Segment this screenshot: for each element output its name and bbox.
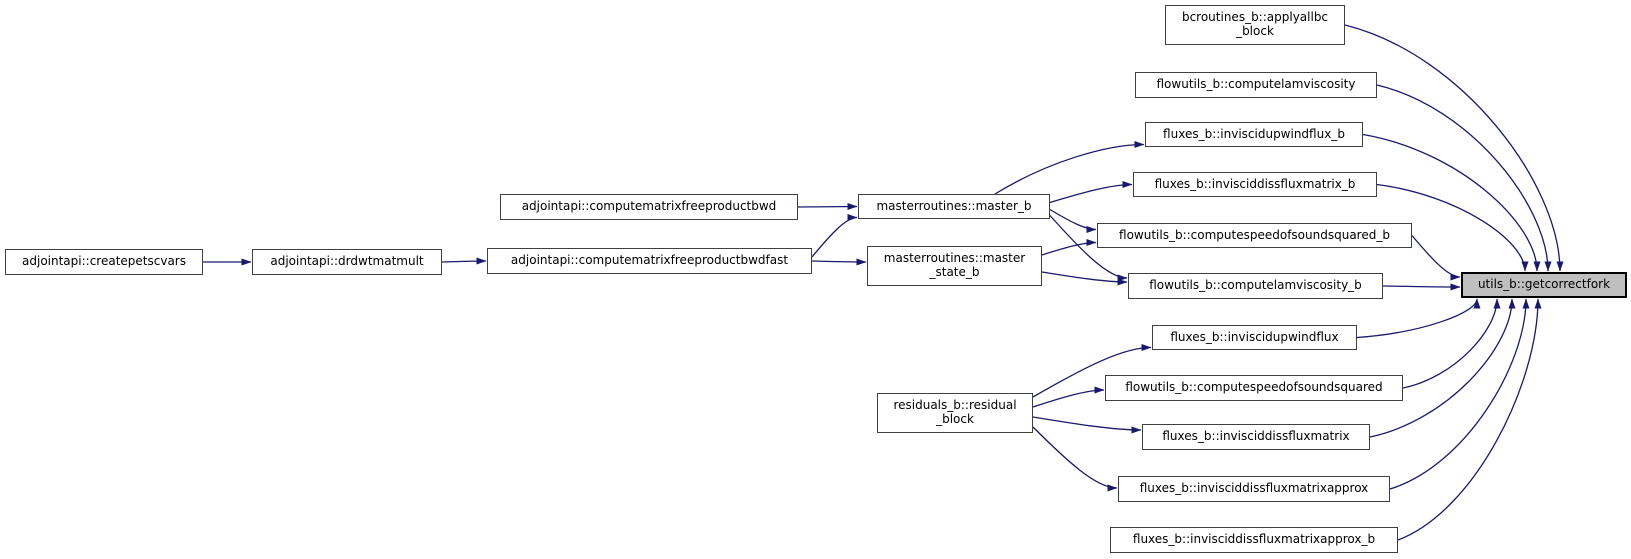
graph-node-speed_b[interactable]: flowutils_b::computespeedofsoundsquared_… <box>1097 223 1412 248</box>
edge-dissmat_b-to-getcorrectfork <box>1376 183 1529 272</box>
graph-node-dissmat_b[interactable]: fluxes_b::invisciddissfluxmatrix_b <box>1133 172 1377 197</box>
edge-residual-to-dissmat <box>1032 416 1142 434</box>
graph-node-speed[interactable]: flowutils_b::computespeedofsoundsquared <box>1105 375 1403 401</box>
edge-computebwd-to-master_b <box>797 203 858 211</box>
edge-residual-to-upwind <box>1032 344 1152 398</box>
edge-group <box>203 24 1564 541</box>
graph-node-applyallbc[interactable]: bcroutines_b::applyallbc _block <box>1165 5 1345 45</box>
edge-master_b-to-dissmat_b <box>1049 181 1133 204</box>
graph-node-drdwtmatmult[interactable]: adjointapi::drdwtmatmult <box>252 249 442 275</box>
graph-node-residual[interactable]: residuals_b::residual _block <box>877 393 1033 433</box>
edge-master_b-to-lamvisc_b <box>1049 215 1128 282</box>
edge-master_state-to-speed_b <box>1041 239 1097 256</box>
edge-speed_b-to-getcorrectfork <box>1411 235 1461 281</box>
graph-node-computebwdfast[interactable]: adjointapi::computematrixfreeproductbwdf… <box>487 248 812 274</box>
graph-node-getcorrectfork[interactable]: utils_b::getcorrectfork <box>1461 272 1627 298</box>
edge-residual-to-speed <box>1032 386 1105 408</box>
edge-residual-to-dissapprox <box>1032 426 1118 492</box>
graph-node-dissapprox[interactable]: fluxes_b::invisciddissfluxmatrixapprox <box>1118 476 1390 502</box>
edge-applyallbc-to-getcorrectfork <box>1344 24 1564 272</box>
edge-computebwdfast-to-master_b <box>811 214 858 258</box>
edge-upwind_b-to-getcorrectfork <box>1362 133 1541 272</box>
graph-node-master_b[interactable]: masterroutines::master_b <box>858 194 1050 219</box>
graph-node-master_state[interactable]: masterroutines::master _state_b <box>867 246 1042 286</box>
graph-node-dissapprox_b[interactable]: fluxes_b::invisciddissfluxmatrixapprox_b <box>1110 527 1398 553</box>
edge-master_b-to-upwind_b <box>994 141 1145 195</box>
edge-lamvisc-to-getcorrectfork <box>1376 84 1552 272</box>
edge-master_state-to-lamvisc_b <box>1041 271 1128 286</box>
edge-upwind-to-getcorrectfork <box>1356 298 1481 339</box>
edge-dissapprox_b-to-getcorrectfork <box>1397 298 1542 541</box>
graph-node-lamvisc_b[interactable]: flowutils_b::computelamviscosity_b <box>1128 273 1383 299</box>
edge-dissapprox-to-getcorrectfork <box>1389 298 1530 490</box>
edge-drdwtmatmult-to-computebwdfast <box>441 257 487 265</box>
edge-speed-to-getcorrectfork <box>1402 298 1501 389</box>
graph-node-createpetscvars[interactable]: adjointapi::createpetscvars <box>5 249 203 275</box>
graph-node-computebwd[interactable]: adjointapi::computematrixfreeproductbwd <box>500 194 798 220</box>
graph-node-lamvisc[interactable]: flowutils_b::computelamviscosity <box>1135 72 1377 98</box>
edge-computebwdfast-to-master_state <box>811 258 867 266</box>
edge-lamvisc_b-to-getcorrectfork <box>1382 283 1461 291</box>
graph-node-upwind[interactable]: fluxes_b::inviscidupwindflux <box>1152 325 1357 350</box>
graph-node-dissmat[interactable]: fluxes_b::invisciddissfluxmatrix <box>1142 424 1370 450</box>
edge-master_b-to-speed_b <box>1049 208 1097 233</box>
graph-node-upwind_b[interactable]: fluxes_b::inviscidupwindflux_b <box>1145 122 1363 147</box>
edge-dissmat-to-getcorrectfork <box>1369 298 1516 438</box>
